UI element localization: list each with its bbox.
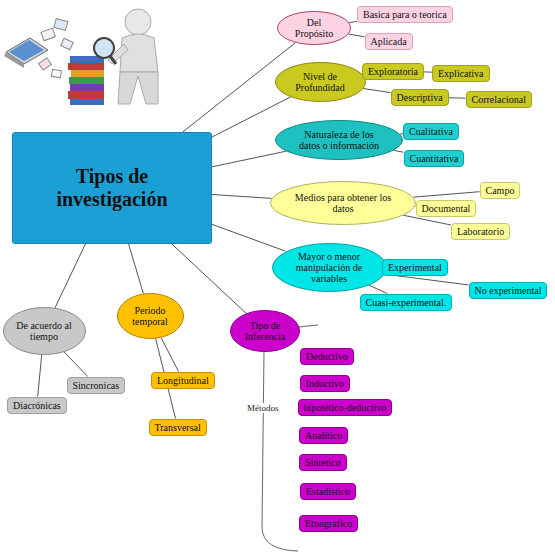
connector-line bbox=[349, 34, 365, 37]
type-box: Descriptiva bbox=[391, 89, 449, 106]
node-text: Cuantitativa bbox=[410, 153, 459, 164]
connector-line bbox=[424, 71, 432, 72]
connector-line bbox=[368, 285, 387, 294]
category-ellipse: De acuerdo al tiempo bbox=[3, 307, 86, 355]
connector-line bbox=[161, 338, 178, 372]
connector-line bbox=[404, 215, 451, 225]
person-figure bbox=[94, 9, 158, 104]
category-ellipse: Mayor o menor manipulación de variables bbox=[272, 243, 387, 292]
connector-line bbox=[172, 244, 246, 313]
type-box: Correlacional bbox=[466, 91, 532, 108]
type-box: Cualitativa bbox=[403, 123, 459, 140]
node-text: Documental bbox=[422, 203, 471, 214]
node-text: Exploratoria bbox=[368, 66, 418, 77]
connector-line bbox=[413, 192, 479, 197]
node-text: Campo bbox=[486, 185, 515, 196]
category-ellipse: Nivel de Profundidad bbox=[275, 62, 366, 102]
node-text: Naturaleza de los datos o información bbox=[294, 129, 384, 151]
node-text: Mayor o menor manipulación de variables bbox=[289, 251, 369, 284]
connector-line bbox=[212, 97, 290, 137]
bracket-label: Métodos bbox=[246, 403, 280, 413]
node-text: Laboratorio bbox=[457, 226, 504, 237]
type-box: Laboratorio bbox=[451, 223, 510, 240]
type-box: No experimental bbox=[469, 282, 548, 299]
connector-line bbox=[38, 355, 42, 397]
type-box: Longitudinal bbox=[151, 372, 215, 389]
connector-line bbox=[449, 97, 466, 98]
type-box: Exploratoria bbox=[362, 63, 424, 80]
type-box: Sincronicas bbox=[67, 377, 126, 394]
connector-line bbox=[212, 224, 285, 251]
node-text: Transversal bbox=[155, 422, 201, 433]
node-text: No experimental bbox=[475, 285, 542, 296]
category-ellipse: Naturaleza de los datos o información bbox=[275, 120, 403, 160]
connector-line bbox=[55, 244, 85, 308]
type-box: Campo bbox=[480, 182, 521, 199]
node-text: Aplicada bbox=[371, 36, 407, 47]
node-text: Deductivo bbox=[306, 351, 348, 362]
node-text: Inductivo bbox=[306, 378, 344, 389]
node-text: Medios para obtener los datos bbox=[292, 192, 394, 214]
type-box: Inductivo bbox=[300, 375, 350, 392]
node-text: Sintetico bbox=[305, 457, 341, 468]
type-box: Aplicada bbox=[365, 33, 413, 50]
type-box: Experimental bbox=[382, 259, 448, 276]
node-text: Del Propósito bbox=[289, 17, 339, 39]
category-ellipse: Periodo temporal bbox=[117, 293, 184, 339]
connector-line bbox=[363, 88, 390, 92]
connector-line bbox=[212, 151, 286, 167]
node-text: Estadístico bbox=[306, 486, 350, 497]
category-ellipse: Del Propósito bbox=[277, 11, 351, 45]
type-box: Analítico bbox=[299, 427, 348, 444]
node-text: Cualitativa bbox=[409, 126, 453, 137]
node-text: Descriptiva bbox=[397, 92, 443, 103]
category-ellipse: Medios para obtener los datos bbox=[270, 181, 416, 225]
type-box: Estadístico bbox=[300, 483, 356, 500]
type-box: Etnografico bbox=[299, 515, 358, 532]
node-text: Diacrónicas bbox=[13, 400, 61, 411]
type-box: hipotético-deductivo bbox=[298, 399, 393, 416]
type-box: Documental bbox=[416, 200, 477, 217]
root-box: Tipos de investigación bbox=[12, 132, 212, 244]
type-box: Cuantitativa bbox=[404, 150, 465, 167]
node-text: Sincronicas bbox=[73, 380, 120, 391]
node-text: De acuerdo al tiempo bbox=[16, 320, 72, 342]
connector-line bbox=[349, 21, 357, 22]
type-box: Explicativa bbox=[432, 65, 490, 82]
node-text: Tipos de investigación bbox=[32, 165, 192, 211]
category-ellipse: Tipo de Inferencia bbox=[230, 310, 300, 352]
node-text: Analítico bbox=[305, 430, 342, 441]
node-text: Periodo temporal bbox=[128, 305, 173, 327]
node-text: Explicativa bbox=[438, 68, 484, 79]
node-text: hipotético-deductivo bbox=[304, 402, 387, 413]
connector-line bbox=[212, 194, 272, 198]
type-box: Diacrónicas bbox=[7, 397, 67, 414]
node-text: Tipo de Inferencia bbox=[242, 320, 288, 342]
type-box: Basica para o teorica bbox=[357, 6, 453, 23]
connector-line bbox=[64, 352, 88, 377]
node-text: Cuasi-experimental. bbox=[366, 297, 447, 308]
type-box: Cuasi-experimental. bbox=[360, 294, 453, 311]
connector-line bbox=[129, 244, 144, 293]
node-text: Correlacional bbox=[472, 94, 526, 105]
node-text: Nivel de Profundidad bbox=[289, 71, 351, 93]
type-box: Transversal bbox=[149, 419, 207, 436]
connector-line bbox=[394, 150, 404, 152]
node-text: Basica para o teorica bbox=[363, 9, 447, 20]
type-box: Sintetico bbox=[299, 454, 347, 471]
type-box: Deductivo bbox=[300, 348, 354, 365]
node-text: Experimental bbox=[388, 262, 442, 273]
node-text: Etnografico bbox=[305, 518, 352, 529]
node-text: Longitudinal bbox=[157, 375, 209, 386]
book-stack bbox=[68, 56, 104, 105]
connector-line bbox=[384, 274, 468, 285]
